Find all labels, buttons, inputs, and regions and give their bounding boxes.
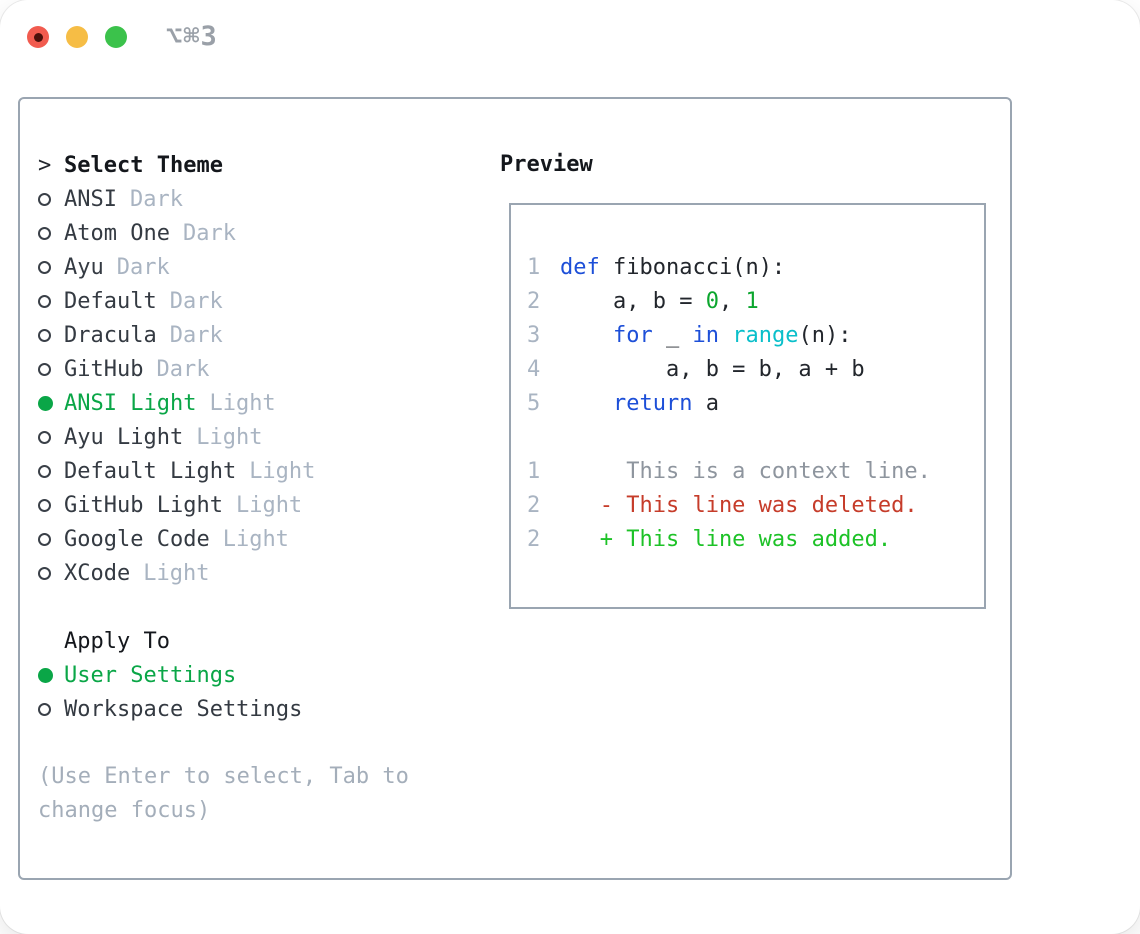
theme-option[interactable]: Google Code Light [38,522,478,556]
theme-option[interactable]: Ayu Light Light [38,420,478,454]
theme-option-label: Atom One [64,220,170,246]
diff-block: 1 This is a context line.2 - This line w… [527,455,984,557]
theme-option-label: Default [64,288,157,314]
code-text: a, b = 0, 1 [560,289,759,314]
help-text: (Use Enter to select, Tab to change focu… [38,764,409,823]
theme-option-tag: Light [249,458,316,484]
theme-option-label: GitHub [64,356,144,382]
theme-option-tag: Dark [116,254,170,280]
line-number: 2 [527,527,541,552]
prompt-icon: > [38,152,52,178]
theme-option-tag: Light [209,390,276,416]
select-theme-header-row: > Select Theme [38,148,478,182]
diff-line-added: 2 + This line was added. [527,523,984,557]
code-line: 4 a, b = b, a + b [527,353,984,387]
theme-option-label: Ayu [64,254,104,280]
minimize-button[interactable] [66,26,88,48]
code-line: 5 return a [527,387,984,421]
line-number: 2 [527,289,541,314]
theme-option-label: GitHub Light [64,492,223,518]
theme-option[interactable]: ANSI Dark [38,182,478,216]
radio-unselected-icon [38,566,64,580]
line-number: 1 [527,459,541,484]
titlebar: ⌥⌘3 [0,0,1140,74]
diff-text: - This line was deleted. [560,493,918,518]
diff-line-deleted: 2 - This line was deleted. [527,489,984,523]
radio-unselected-icon [38,260,64,274]
line-number: 5 [527,391,541,416]
theme-option[interactable]: Atom One Dark [38,216,478,250]
theme-option-tag: Dark [182,220,236,246]
theme-option-tag: Light [235,492,303,518]
window-title: ⌥⌘3 [166,21,218,52]
theme-option-tag: Light [222,526,289,552]
zoom-button[interactable] [105,26,127,48]
theme-option[interactable]: GitHub Dark [38,352,478,386]
theme-option[interactable]: Default Light Light [38,454,478,488]
apply-option-label: Workspace Settings [64,696,303,722]
radio-unselected-icon [38,532,64,546]
diff-text: + This line was added. [560,527,892,552]
theme-option[interactable]: ANSI Light Light [38,386,478,420]
theme-option-label: Google Code [64,526,210,552]
theme-option-label: ANSI [64,186,117,212]
radio-unselected-icon [38,226,64,240]
theme-option-label: Dracula [64,322,157,348]
line-number: 3 [527,323,541,348]
radio-unselected-icon [38,362,64,376]
theme-option[interactable]: Ayu Dark [38,250,478,284]
theme-option-label: ANSI Light [64,390,197,416]
line-number: 4 [527,357,541,382]
preview-title: Preview [500,152,593,177]
theme-option-label: Default Light [64,458,237,484]
theme-option-tag: Dark [129,186,183,212]
radio-unselected-icon [38,430,64,444]
theme-option[interactable]: XCode Light [38,556,478,590]
diff-line-context: 1 This is a context line. [527,455,984,489]
line-number: 2 [527,493,541,518]
radio-unselected-icon [38,498,64,512]
select-theme-title: Select Theme [64,152,223,178]
theme-option[interactable]: Dracula Dark [38,318,478,352]
theme-option-label: XCode [64,560,131,586]
apply-option[interactable]: Workspace Settings [38,692,478,726]
code-text: for _ in range(n): [612,323,852,348]
diff-text: This is a context line. [560,459,931,484]
code-text: a, b = b, a + b [560,357,865,382]
radio-selected-icon [38,395,64,411]
code-line: 1 def fibonacci(n): [527,251,984,285]
radio-unselected-icon [38,328,64,342]
apply-option-label: User Settings [64,662,237,688]
code-text: return a [612,391,719,416]
line-number: 1 [527,255,541,280]
theme-option-tag: Light [143,560,210,586]
theme-option[interactable]: GitHub Light Light [38,488,478,522]
radio-unselected-icon [38,192,64,206]
theme-option-label: Ayu Light [64,424,184,450]
radio-unselected-icon [38,464,64,478]
theme-option-tag: Dark [156,356,210,382]
theme-option-tag: Dark [169,322,223,348]
apply-to-title: Apply To [64,628,170,654]
apply-option[interactable]: User Settings [38,658,478,692]
code-text: def fibonacci(n): [560,255,786,280]
code-line: 2 a, b = 0, 1 [527,285,984,319]
radio-unselected-icon [38,294,64,308]
radio-selected-icon [38,667,64,683]
theme-option[interactable]: Default Dark [38,284,478,318]
apply-to-header-row: Apply To [38,624,478,658]
close-dot-icon [33,32,43,42]
code-line: 3 for _ in range(n): [527,319,984,353]
theme-option-tag: Dark [169,288,223,314]
radio-unselected-icon [38,702,64,716]
theme-option-tag: Light [196,424,263,450]
close-button[interactable] [27,26,49,48]
